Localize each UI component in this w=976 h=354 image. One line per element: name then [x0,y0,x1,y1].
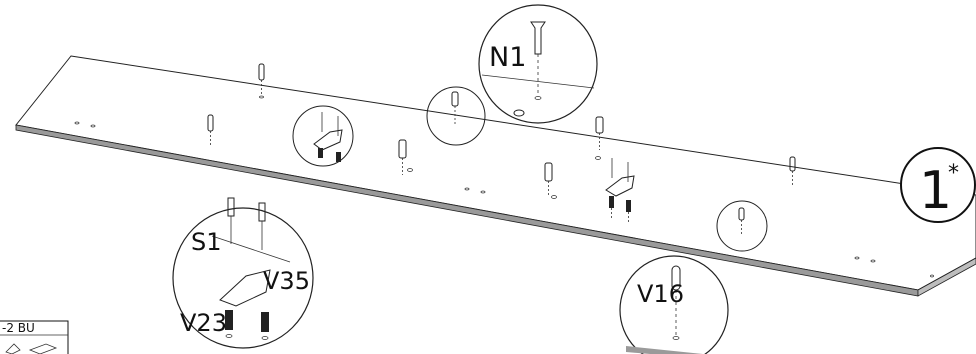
step-number-badge: 1 * [900,147,976,223]
detail-circle-dowel-small [716,200,768,252]
callout-v23: V23 [180,309,227,337]
panel-board [15,55,976,297]
cam-fitting-icon [544,162,553,197]
connector-cluster [605,158,635,222]
corner-label: -2 BU [2,321,35,335]
step-number: 1 [919,161,952,221]
cam-fitting-icon [398,139,407,175]
threaded-insert-icon [261,312,269,332]
detail-circle-cam [292,105,354,167]
dowel-icon [789,156,796,186]
callout-v35: V35 [263,267,310,295]
cam-fitting-icon [595,116,604,150]
zoom-circle-cam-detail: S1 V35 V23 [172,197,314,349]
zoom-circle-n1: N1 [478,4,598,124]
callout-s1: S1 [191,228,222,256]
zoom-circle-v16: V16 [619,255,729,354]
detail-circle-dowel [426,86,486,146]
corner-label-box: -2 BU [0,320,69,354]
callout-n1: N1 [489,42,526,73]
threaded-insert-icon [225,310,233,330]
panel-side-edge [917,257,976,297]
dowel-icon [207,114,214,145]
callout-v16: V16 [637,280,684,308]
board-holes [74,121,934,278]
dowel-icon [258,63,265,99]
step-marker: * [948,161,959,186]
